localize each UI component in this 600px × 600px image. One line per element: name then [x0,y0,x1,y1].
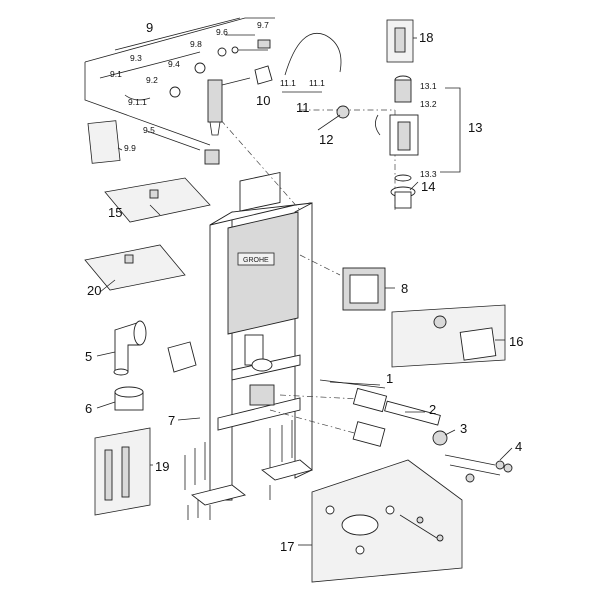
fill-valve-assembly [124,39,271,165]
label-11-1-right: 11.1 [309,78,325,88]
parts-1-2-3-pipes [319,379,448,447]
label-5: 5 [85,349,93,364]
label-9-8: 9.8 [190,39,202,49]
part-5-elbow [113,320,197,376]
label-9-9: 9.9 [124,143,136,153]
label-17: 17 [280,539,295,554]
part-14-seal [390,186,416,209]
label-18: 18 [419,30,434,45]
label-9-6: 9.6 [216,27,228,37]
part-10-valve [254,65,273,85]
grohe-logo: GROHE [243,257,269,264]
label-9-5: 9.5 [143,125,155,135]
label-9-2: 9.2 [146,75,158,85]
label-7: 7 [168,413,176,428]
label-16: 16 [509,334,524,349]
part-20-panel [84,244,186,291]
label-13-3: 13.3 [420,169,437,179]
part-6-connector [114,386,144,411]
label-13-1: 13.1 [420,81,437,91]
label-1: 1 [386,371,394,386]
label-11: 11 [296,100,310,115]
label-10: 10 [256,93,271,108]
label-13-2: 13.2 [420,99,437,109]
part-15-panel [104,177,211,223]
label-9-1: 9.1 [110,69,122,79]
label-14: 14 [421,179,436,194]
label-11-1-left: 11.1 [280,78,296,88]
label-12: 12 [319,132,334,147]
label-2: 2 [429,402,437,417]
part-9-9-bag [87,120,121,164]
label-20: 20 [87,283,102,298]
part-4-bolts [444,454,513,483]
label-9-7: 9.7 [257,20,269,30]
label-13: 13 [468,120,483,135]
label-19: 19 [155,459,170,474]
label-4: 4 [515,439,523,454]
label-8: 8 [401,281,409,296]
label-9-1-1: 9.1.1 [128,97,147,107]
label-9: 9 [146,20,154,35]
group-9-bracket [84,17,275,146]
label-9-4: 9.4 [168,59,180,69]
label-6: 6 [85,401,93,416]
label-9-3: 9.3 [130,53,142,63]
installation-frame: GROHE [184,171,313,520]
part-13-flush-valve [375,75,419,182]
part-11-hose [284,33,342,76]
part-17-insulation-plate [311,459,463,583]
label-15: 15 [108,205,123,220]
leader-lines [96,37,513,546]
label-3: 3 [460,421,468,436]
